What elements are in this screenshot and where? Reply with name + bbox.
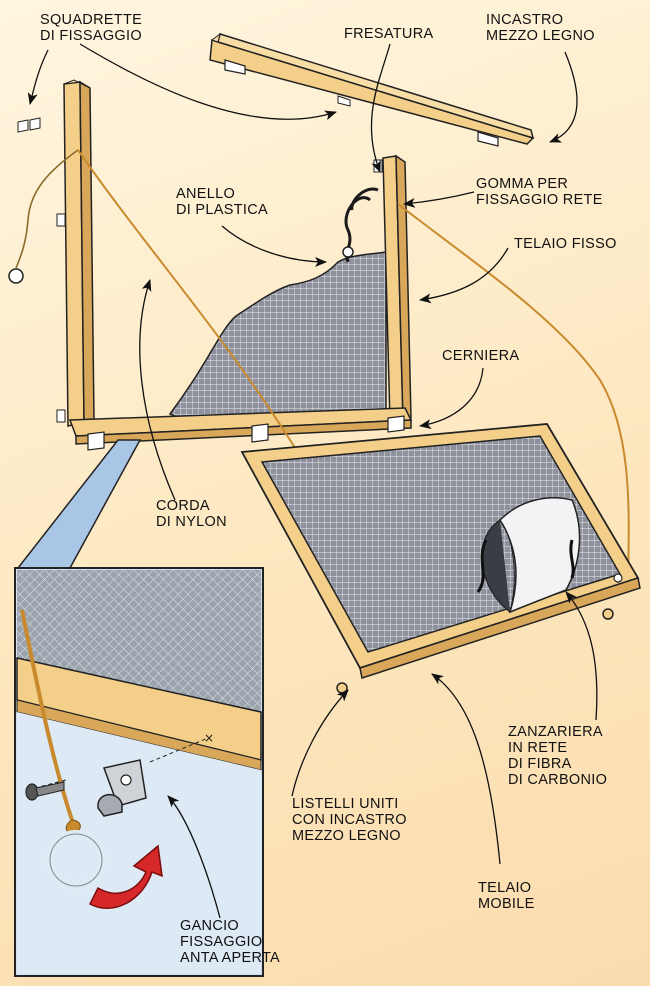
nylon-rope-right [397, 203, 630, 576]
label-gancio: GANCIO FISSAGGIO ANTA APERTA [180, 918, 280, 966]
loose-brackets [8, 117, 79, 284]
leader-arrows [27, 43, 598, 919]
label-corda: CORDA DI NYLON [156, 498, 227, 530]
label-fresatura: FRESATURA [344, 26, 434, 42]
top-rail [209, 32, 535, 147]
label-anello: ANELLO DI PLASTICA [176, 186, 268, 218]
screw-icon [25, 779, 67, 801]
label-squadrette: SQUADRETTE DI FISSAGGIO [40, 12, 143, 44]
svg-text:×: × [204, 731, 214, 745]
label-cerniera: CERNIERA [442, 348, 520, 364]
fixed-frame [56, 79, 413, 451]
label-telaio-mobile: TELAIO MOBILE [478, 880, 535, 912]
label-zanzariera: ZANZARIERA IN RETE DI FIBRA DI CARBONIO [508, 724, 608, 788]
label-incastro: INCASTRO MEZZO LEGNO [486, 12, 595, 44]
label-listelli: LISTELLI UNITI CON INCASTRO MEZZO LEGNO [292, 796, 407, 844]
rotate-arrow-icon [89, 844, 163, 909]
label-telaio-fisso: TELAIO FISSO [514, 236, 617, 252]
hook-icon [97, 759, 147, 817]
label-gomma: GOMMA PER FISSAGGIO RETE [476, 176, 603, 208]
movable-frame [240, 423, 641, 694]
detail-inset: × [14, 439, 264, 977]
